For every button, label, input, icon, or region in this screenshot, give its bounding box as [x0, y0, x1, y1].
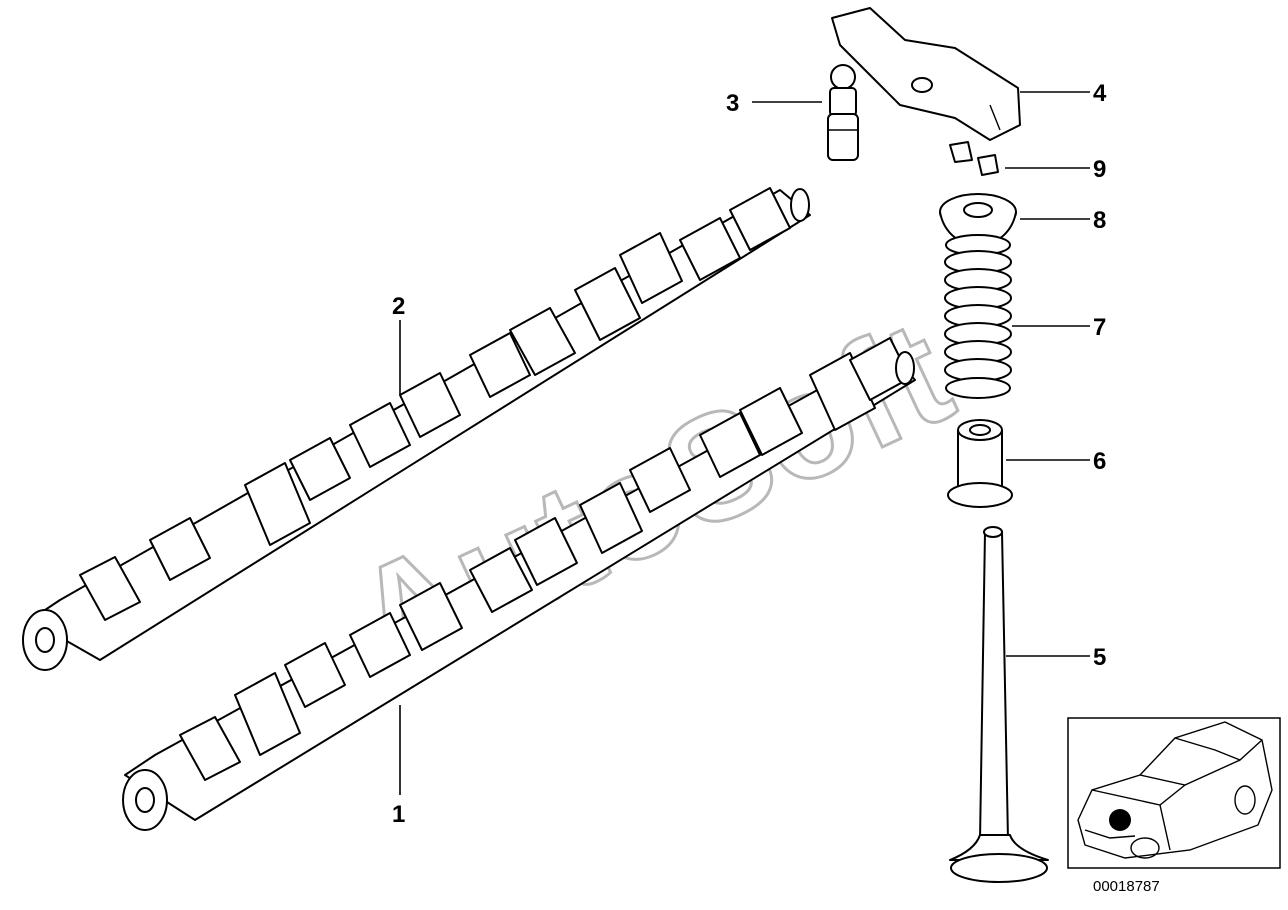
- callout-6[interactable]: 6: [1006, 448, 1106, 475]
- valve-keepers[interactable]: [949, 141, 999, 176]
- lash-adjuster[interactable]: [827, 64, 859, 161]
- callout-4-label: 4: [1093, 80, 1107, 107]
- callout-1-label: 1: [392, 801, 405, 828]
- callout-6-label: 6: [1093, 448, 1106, 475]
- valve[interactable]: [949, 526, 1049, 883]
- callout-5[interactable]: 5: [1006, 644, 1106, 671]
- camshaft-2[interactable]: [22, 187, 811, 671]
- callout-3[interactable]: 3: [726, 90, 822, 117]
- rocker-arm[interactable]: [831, 7, 1021, 141]
- callouts: 1 2 3 4 9 8 7 6: [392, 80, 1107, 828]
- car-outline-icon: [1077, 721, 1273, 859]
- callout-7-label: 7: [1093, 314, 1106, 341]
- reference-code: 00018787: [1093, 878, 1160, 895]
- valve-stem-seal[interactable]: [947, 419, 1013, 508]
- callout-8[interactable]: 8: [1020, 207, 1106, 234]
- vehicle-locator-inset: 00018787: [1067, 717, 1281, 895]
- camshaft-2-lobes: [79, 187, 791, 621]
- callout-7[interactable]: 7: [1012, 314, 1106, 341]
- valve-spring[interactable]: [944, 234, 1012, 399]
- callout-8-label: 8: [1093, 207, 1106, 234]
- callout-2[interactable]: 2: [392, 293, 405, 395]
- callout-4[interactable]: 4: [1020, 80, 1107, 107]
- camshaft-1-lobes: [179, 337, 911, 781]
- callout-3-label: 3: [726, 90, 739, 117]
- location-marker-icon: [1109, 809, 1131, 831]
- callout-2-label: 2: [392, 293, 405, 320]
- callout-9[interactable]: 9: [1005, 156, 1106, 183]
- callout-5-label: 5: [1093, 644, 1106, 671]
- callout-9-label: 9: [1093, 156, 1106, 183]
- camshaft-1[interactable]: [122, 337, 916, 831]
- callout-1[interactable]: 1: [392, 705, 405, 828]
